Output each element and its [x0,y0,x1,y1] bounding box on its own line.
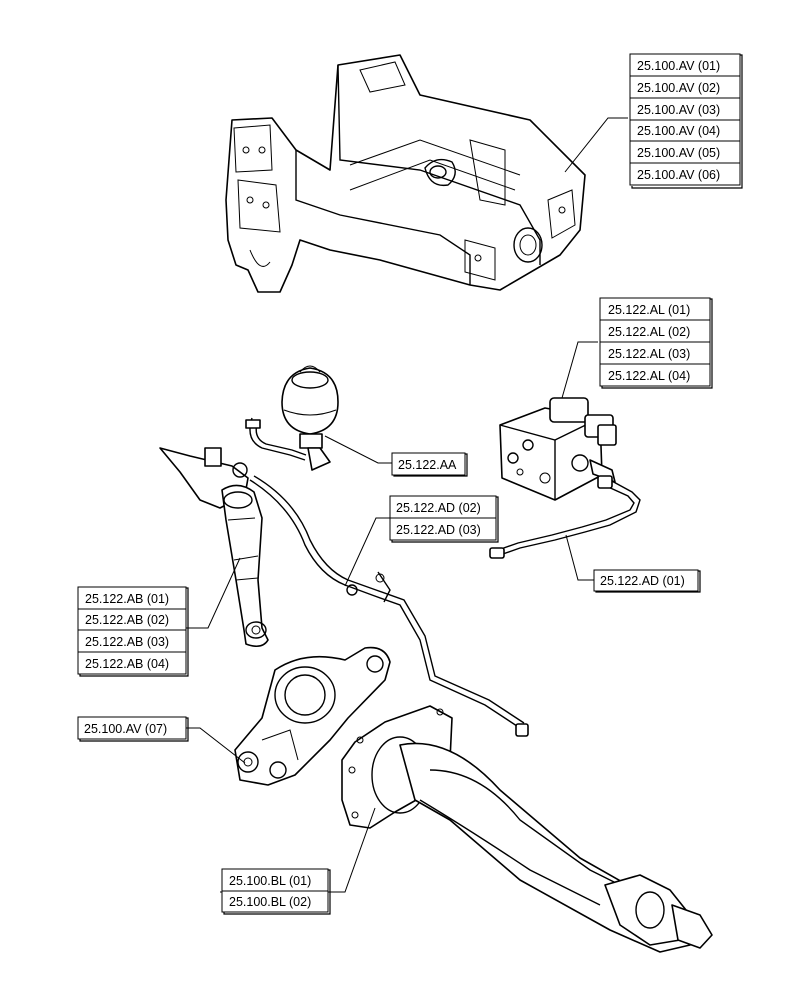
cylinder-ref-2[interactable]: 25.122.AB (02) [85,613,169,627]
front-axle-drawing [341,705,713,953]
frame-reference-group: 25.100.AV (01) 25.100.AV (02) 25.100.AV … [629,53,743,189]
axle-reference-group: 25.100.BL (01) 25.100.BL (02) [221,868,331,915]
accumulator-ref[interactable]: 25.122.AA [398,458,457,472]
cylinder-ref-3[interactable]: 25.122.AB (03) [85,635,169,649]
valve-pipe-drawing [489,475,641,559]
cylinder-reference-group: 25.122.AB (01) 25.122.AB (02) 25.122.AB … [77,586,189,677]
support-ref[interactable]: 25.100.AV (07) [84,722,167,736]
cylinder-ref-1[interactable]: 25.122.AB (01) [85,592,169,606]
cylinder-ref-4[interactable]: 25.122.AB (04) [85,657,169,671]
cylinder-pipe-drawing [249,475,529,737]
front-frame-drawing [225,54,586,293]
valve-ref-1[interactable]: 25.122.AL (01) [608,303,690,317]
valve-reference-group: 25.122.AL (01) 25.122.AL (02) 25.122.AL … [599,297,713,389]
axle-ref-1[interactable]: 25.100.BL (01) [229,874,311,888]
cylinder-drawing [159,447,269,648]
accumulator-reference-group: 25.122.AA [391,452,468,477]
axle-ref-2[interactable]: 25.100.BL (02) [229,895,311,909]
valve-ref-2[interactable]: 25.122.AL (02) [608,325,690,339]
control-valve-drawing [499,397,617,501]
valve-pipe-ref[interactable]: 25.122.AD (01) [600,574,685,588]
pipe-ref-3[interactable]: 25.122.AD (03) [396,523,481,537]
frame-ref-6[interactable]: 25.100.AV (06) [637,168,720,182]
valve-pipe-reference-group: 25.122.AD (01) [593,569,701,593]
frame-ref-1[interactable]: 25.100.AV (01) [637,59,720,73]
support-reference-group: 25.100.AV (07) [77,716,189,742]
pipe-ref-2[interactable]: 25.122.AD (02) [396,501,481,515]
pipe-reference-group: 25.122.AD (02) 25.122.AD (03) [389,495,499,543]
frame-ref-5[interactable]: 25.100.AV (05) [637,146,720,160]
frame-ref-2[interactable]: 25.100.AV (02) [637,81,720,95]
valve-ref-4[interactable]: 25.122.AL (04) [608,369,690,383]
frame-ref-4[interactable]: 25.100.AV (04) [637,124,720,138]
front-support-drawing [234,646,391,786]
frame-ref-3[interactable]: 25.100.AV (03) [637,103,720,117]
valve-ref-3[interactable]: 25.122.AL (03) [608,347,690,361]
accumulator-drawing [245,365,339,471]
